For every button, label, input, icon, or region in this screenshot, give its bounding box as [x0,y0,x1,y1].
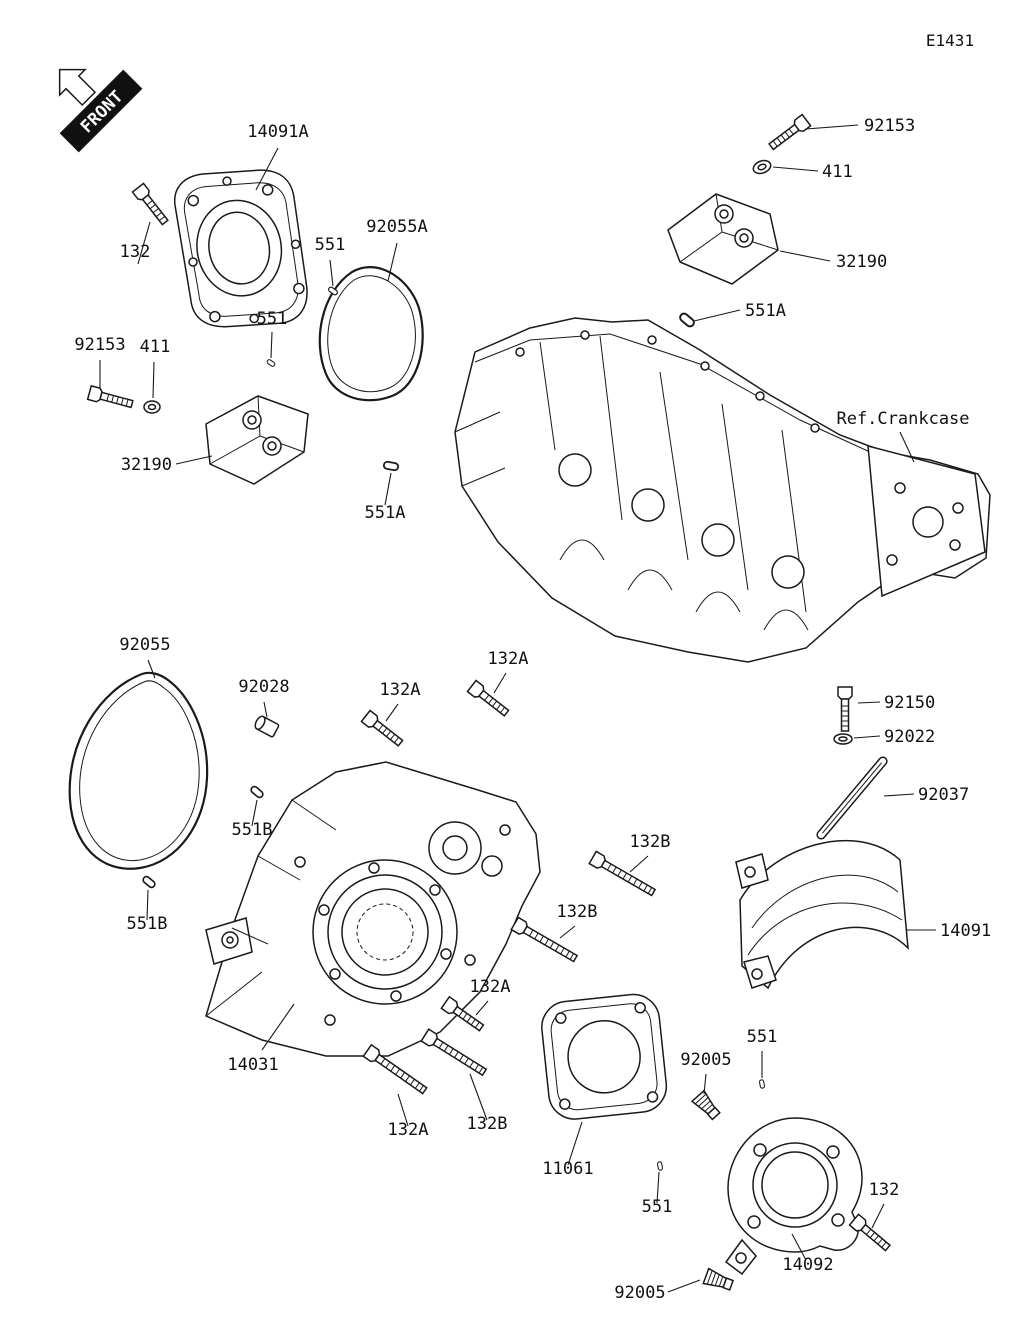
label-14092: 14092 [782,1255,833,1275]
label-411-top: 411 [822,162,853,182]
label-92005-upper: 92005 [680,1050,731,1070]
cover-14092-drawing [724,1117,863,1276]
label-132-br: 132 [869,1180,900,1200]
label-92022: 92022 [884,727,935,747]
bolt-92153-left [86,385,135,412]
bolt-92150 [837,686,853,732]
bolt-132b-3 [420,1028,489,1079]
rod-92037 [816,756,888,840]
label-14091a: 14091A [247,122,308,142]
washer-411-left [143,400,161,414]
label-14031: 14031 [227,1055,278,1075]
gasket-92055a-drawing [318,266,424,402]
label-92005-lower: 92005 [614,1283,665,1303]
label-411-left: 411 [140,337,171,357]
label-551-top: 551 [315,235,346,255]
label-92153-top: 92153 [864,116,915,136]
label-92153-left: 92153 [74,335,125,355]
cover-14031-drawing [205,761,541,1057]
plug-92005-upper [691,1089,723,1123]
gasket-11061-drawing [541,993,668,1120]
pin-551-2 [265,358,277,368]
label-551-bottom: 551 [642,1197,673,1217]
label-551b-upper: 551B [232,820,273,840]
label-32190-right: 32190 [836,252,887,272]
label-551a-mid: 551A [365,503,406,523]
bolt-132-topleft [131,182,172,228]
cover-14091a-drawing [173,169,308,328]
label-551a-top: 551A [745,301,786,321]
label-92150: 92150 [884,693,935,713]
pin-551a-mid [382,460,400,472]
label-132-topleft: 132 [120,242,151,262]
label-92055a: 92055A [366,217,427,237]
cover-shield-14091-drawing [735,839,909,990]
pin-551-bottom [656,1160,664,1172]
bracket-32190-right-drawing [667,193,779,285]
gasket-92055-drawing [68,671,209,870]
washer-92022 [833,733,853,745]
label-92055: 92055 [119,635,170,655]
bolt-132b-2 [510,916,580,966]
label-14091: 14091 [940,921,991,941]
bolt-92153-topright [766,113,812,153]
plug-92028 [254,715,280,738]
pin-551a-top [677,311,697,329]
pin-551b-upper [248,784,266,800]
leader-lines [99,124,936,1293]
crankcase-drawing [454,317,991,663]
diagram-code: E1431 [926,31,974,50]
bolt-132b-1 [588,850,658,900]
label-132b-1: 132B [630,832,671,852]
label-92037: 92037 [918,785,969,805]
label-132b-3: 132B [467,1114,508,1134]
label-32190-left: 32190 [121,455,172,475]
label-551b-lower: 551B [127,914,168,934]
pin-551b-lower [140,874,158,890]
label-11061: 11061 [542,1159,593,1179]
label-132a-2: 132A [488,649,529,669]
label-132a-4: 132A [388,1120,429,1140]
label-ref-crankcase: Ref.Crankcase [836,409,969,429]
plug-92005-lower [702,1267,735,1294]
washer-411-top [752,159,772,175]
label-551-2: 551 [257,309,288,329]
label-132b-2: 132B [557,902,598,922]
label-92028: 92028 [238,677,289,697]
label-551-right: 551 [747,1027,778,1047]
label-132a-1: 132A [380,680,421,700]
bracket-32190-left-drawing [205,395,309,485]
bolt-132a-1 [360,709,406,750]
label-132a-3: 132A [470,977,511,997]
front-arrow-icon: FRONT [58,68,143,153]
pin-551-right [758,1078,766,1090]
bolt-132a-2 [466,679,512,720]
